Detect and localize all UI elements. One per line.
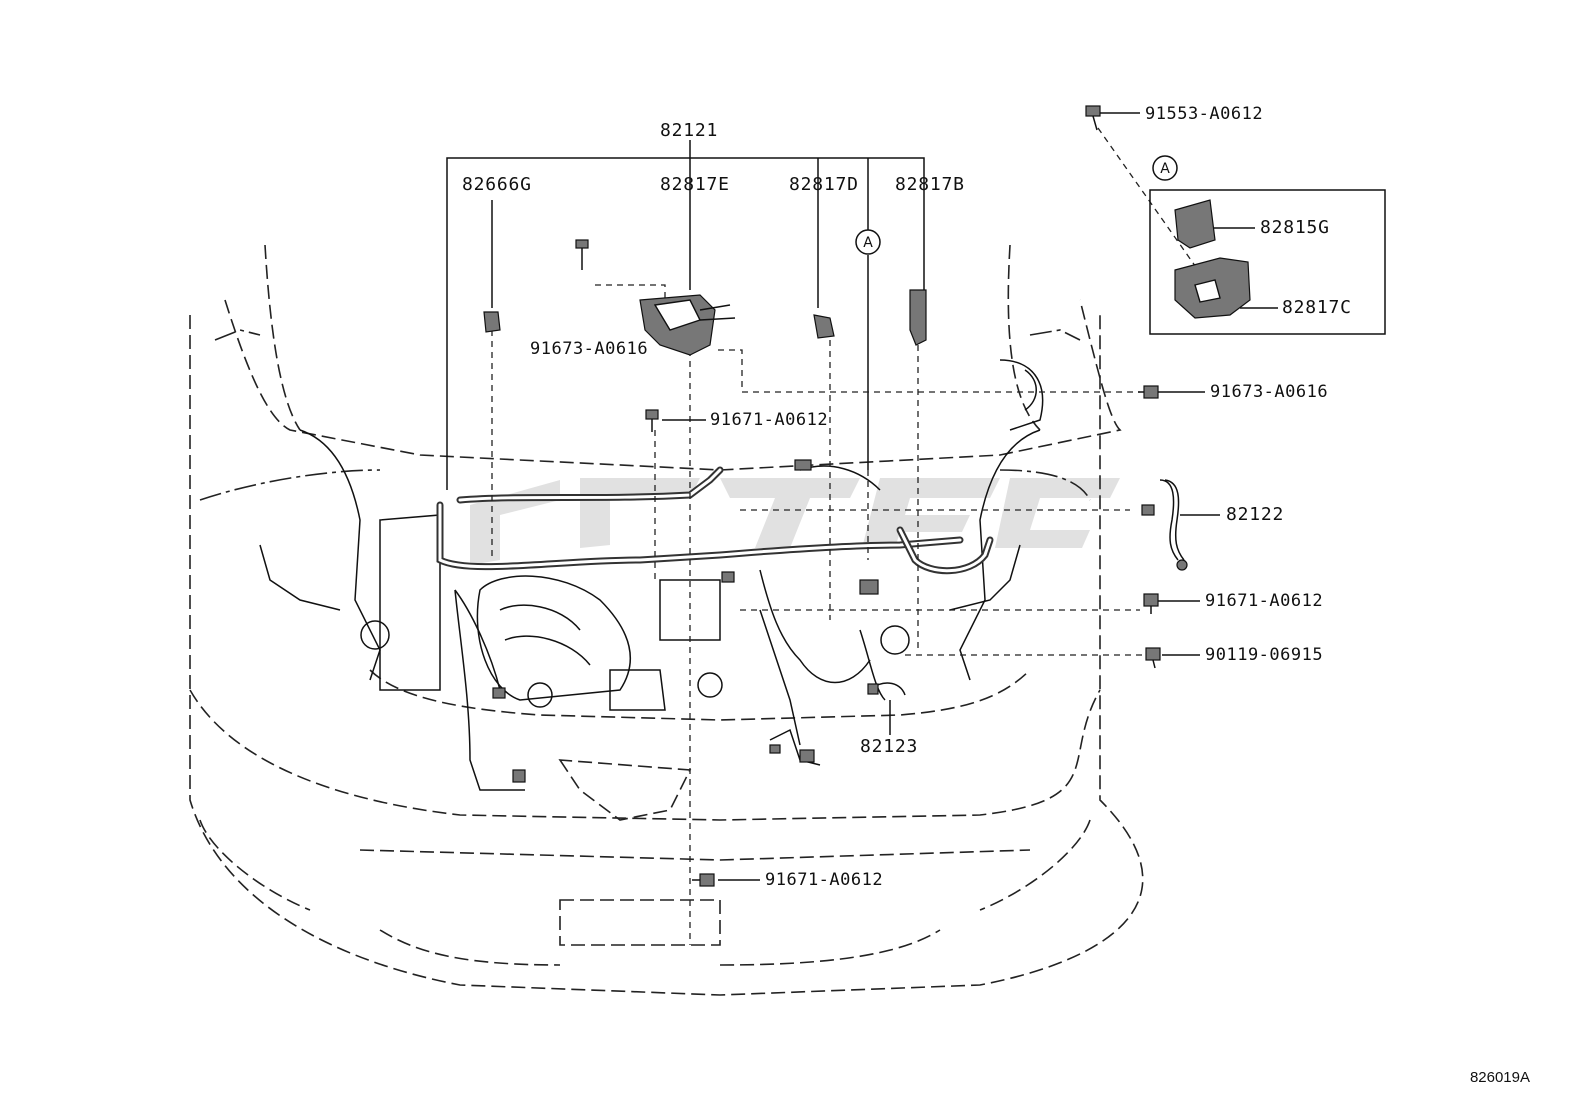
bolt-91671-right bbox=[1143, 593, 1159, 614]
clip-82817D bbox=[813, 314, 835, 339]
engine-bay bbox=[259, 359, 1044, 791]
bolt-91553 bbox=[1085, 105, 1101, 131]
label-90119: 90119-06915 bbox=[1205, 645, 1323, 665]
label-82817D: 82817D bbox=[789, 174, 859, 195]
label-82815G: 82815G bbox=[1260, 217, 1330, 238]
label-82817C: 82817C bbox=[1282, 297, 1352, 318]
detail-inset-a bbox=[1149, 189, 1386, 335]
bolt-90119 bbox=[1145, 647, 1161, 669]
label-91671-right: 91671-A0612 bbox=[1205, 591, 1323, 611]
bolt-91671-mid bbox=[645, 409, 659, 432]
svg-text:A: A bbox=[1160, 161, 1170, 177]
assembly-bracket bbox=[446, 140, 925, 490]
label-82123: 82123 bbox=[860, 736, 918, 757]
car-body-outline bbox=[189, 244, 1144, 996]
relay-block-82817E bbox=[639, 294, 736, 356]
label-82666G: 82666G bbox=[462, 174, 532, 195]
label-82122: 82122 bbox=[1226, 504, 1284, 525]
bolt-91671-bottom bbox=[692, 873, 715, 887]
clip-82817B bbox=[909, 289, 927, 346]
label-91671-bottom: 91671-A0612 bbox=[765, 870, 883, 890]
assembly-label: 82121 bbox=[660, 120, 718, 141]
label-91673-right: 91673-A0616 bbox=[1210, 382, 1328, 402]
label-82817E: 82817E bbox=[660, 174, 730, 195]
figure-id: 826019A bbox=[1470, 1069, 1530, 1086]
cable-82122 bbox=[1141, 479, 1188, 571]
cable-82123 bbox=[867, 682, 906, 696]
clip-82666G bbox=[483, 311, 501, 333]
bolt-91673-right bbox=[1138, 385, 1159, 399]
label-91671-mid: 91671-A0612 bbox=[710, 410, 828, 430]
label-91553: 91553-A0612 bbox=[1145, 104, 1263, 124]
svg-text:A: A bbox=[863, 235, 873, 251]
callout-a-top: A bbox=[855, 229, 881, 255]
leader-lines bbox=[491, 112, 1278, 945]
label-91673-top: 91673-A0616 bbox=[530, 339, 648, 359]
callout-a-inset: A bbox=[1152, 155, 1178, 181]
label-82817B: 82817B bbox=[895, 174, 965, 195]
bolt-91673-top bbox=[575, 239, 589, 270]
